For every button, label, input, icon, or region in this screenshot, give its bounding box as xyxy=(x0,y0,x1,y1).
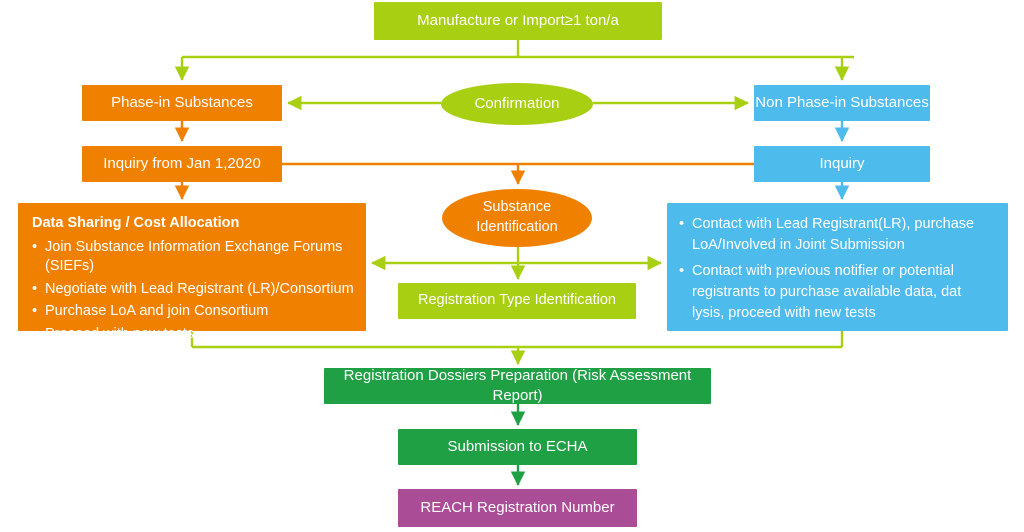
node-reach-registration-number[interactable]: REACH Registration Number xyxy=(398,489,637,527)
list-item: Purchase LoA and join Consortium xyxy=(32,302,354,322)
node-submission-to-echa[interactable]: Submission to ECHA xyxy=(398,429,637,465)
list-item: Join Substance Information Exchange Foru… xyxy=(32,238,354,277)
node-registration-type-identification[interactable]: Registration Type Identification xyxy=(398,283,636,319)
node-confirmation[interactable]: Confirmation xyxy=(441,83,593,125)
node-label: Inquiry xyxy=(819,154,865,172)
node-label: Manufacture or Import≥1 ton/a xyxy=(417,11,619,29)
node-data-sharing-cost-allocation[interactable]: Data Sharing / Cost Allocation Join Subs… xyxy=(18,203,366,344)
list-item: Proceed with new tests xyxy=(32,325,354,345)
node-bullet-list: Contact with Lead Registrant(LR), purcha… xyxy=(679,214,996,329)
node-label: Submission to ECHA xyxy=(447,437,588,455)
node-inquiry[interactable]: Inquiry xyxy=(754,146,930,182)
node-inquiry-from-jan-2020[interactable]: Inquiry from Jan 1,2020 xyxy=(82,146,282,182)
node-registration-dossiers-preparation[interactable]: Registration Dossiers Preparation (Risk … xyxy=(324,366,711,404)
list-item: Contact with previous notifier or potent… xyxy=(679,261,996,324)
list-item: Contact with Lead Registrant(LR), purcha… xyxy=(679,214,996,256)
node-label: Non Phase-in Substances xyxy=(755,93,929,111)
node-label: Inquiry from Jan 1,2020 xyxy=(103,154,261,172)
node-contact-lead-registrant[interactable]: Contact with Lead Registrant(LR), purcha… xyxy=(667,203,1008,331)
node-label: Registration Dossiers Preparation (Risk … xyxy=(343,366,692,404)
node-manufacture-or-import[interactable]: Manufacture or Import≥1 ton/a xyxy=(374,2,662,40)
node-label: REACH Registration Number xyxy=(420,498,615,516)
node-title: Data Sharing / Cost Allocation xyxy=(32,215,240,231)
node-substance-identification[interactable]: Substance Identification xyxy=(442,189,592,247)
list-item: Negotiate with Lead Registrant (LR)/Cons… xyxy=(32,280,354,300)
node-label: Confirmation xyxy=(474,94,560,112)
node-label: Phase-in Substances xyxy=(111,93,253,111)
node-phase-in-substances[interactable]: Phase-in Substances xyxy=(82,85,282,121)
node-bullet-list: Join Substance Information Exchange Foru… xyxy=(32,238,354,348)
node-label-line2: Identification xyxy=(476,219,558,235)
node-non-phase-in-substances[interactable]: Non Phase-in Substances xyxy=(754,85,930,121)
node-label: Registration Type Identification xyxy=(417,292,616,309)
node-label-line1: Substance xyxy=(482,199,552,216)
